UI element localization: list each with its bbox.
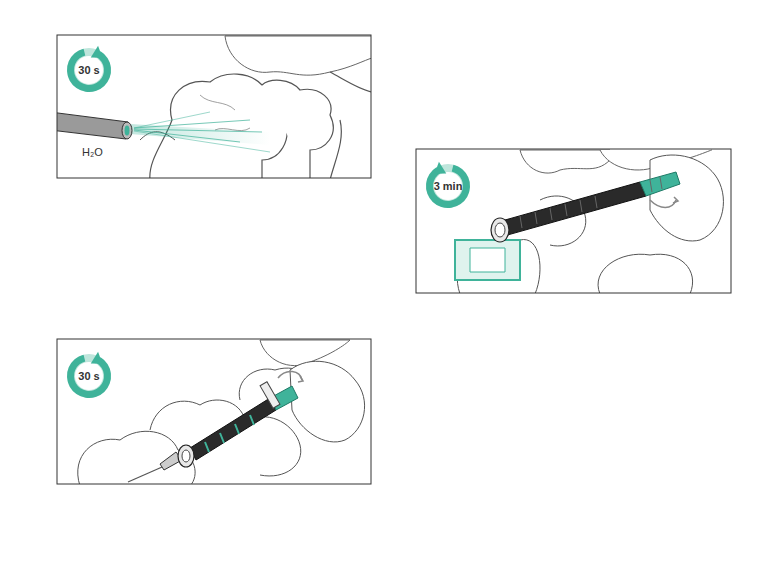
timer-duration: 30 s (78, 64, 99, 76)
syringe-scene-short (78, 340, 365, 484)
chemical-label: H₂O (82, 146, 103, 158)
timer-duration: 3 min (434, 180, 463, 192)
rinse-scene (57, 36, 371, 178)
panel-frame (57, 35, 371, 178)
timer-duration: 30 s (78, 370, 99, 382)
syringe-scene-long (455, 150, 723, 293)
panel-frame (57, 339, 371, 484)
timer-circle: 3 min (425, 163, 471, 209)
timer-circle: 30 s (66, 353, 112, 399)
timer-circle: 30 s (66, 47, 112, 93)
panel-frame (416, 149, 731, 293)
